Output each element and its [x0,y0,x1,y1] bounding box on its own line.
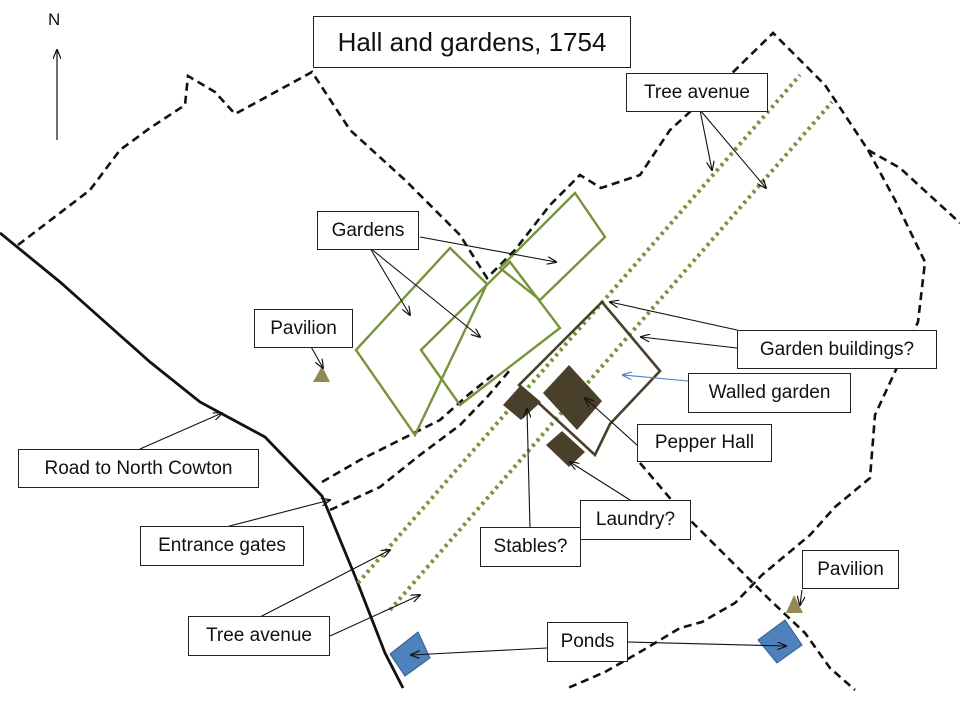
label-stables: Stables? [480,527,581,567]
north-label: N [48,10,61,29]
pavilion-left-marker [313,366,330,382]
label-pepper-hall: Pepper Hall [637,424,772,462]
label-tree-avenue-bottom: Tree avenue [188,616,330,656]
gardens [354,191,607,438]
pavilion-right-marker [786,595,803,613]
label-ponds: Ponds [547,622,628,662]
label-pavilion-left: Pavilion [254,309,353,348]
buildings [503,365,602,467]
label-pavilion-right: Pavilion [802,550,899,589]
leader-arrows [139,109,802,655]
pepper-hall-building [543,365,602,430]
label-tree-avenue-top: Tree avenue [626,73,768,112]
label-walled-garden: Walled garden [688,373,851,413]
label-entrance-gates: Entrance gates [140,526,304,566]
label-gardens: Gardens [317,211,419,250]
label-garden-buildings: Garden buildings? [737,330,937,369]
estate-boundaries [17,31,960,691]
map-title: Hall and gardens, 1754 [313,16,631,68]
walled-garden [517,300,662,458]
walled-garden-arrow [623,375,689,382]
stables-building [503,385,541,420]
pond-right [757,619,803,664]
laundry-building [546,431,585,467]
label-road: Road to North Cowton [18,449,259,488]
road-to-north-cowton [0,231,405,689]
label-laundry: Laundry? [580,500,691,540]
